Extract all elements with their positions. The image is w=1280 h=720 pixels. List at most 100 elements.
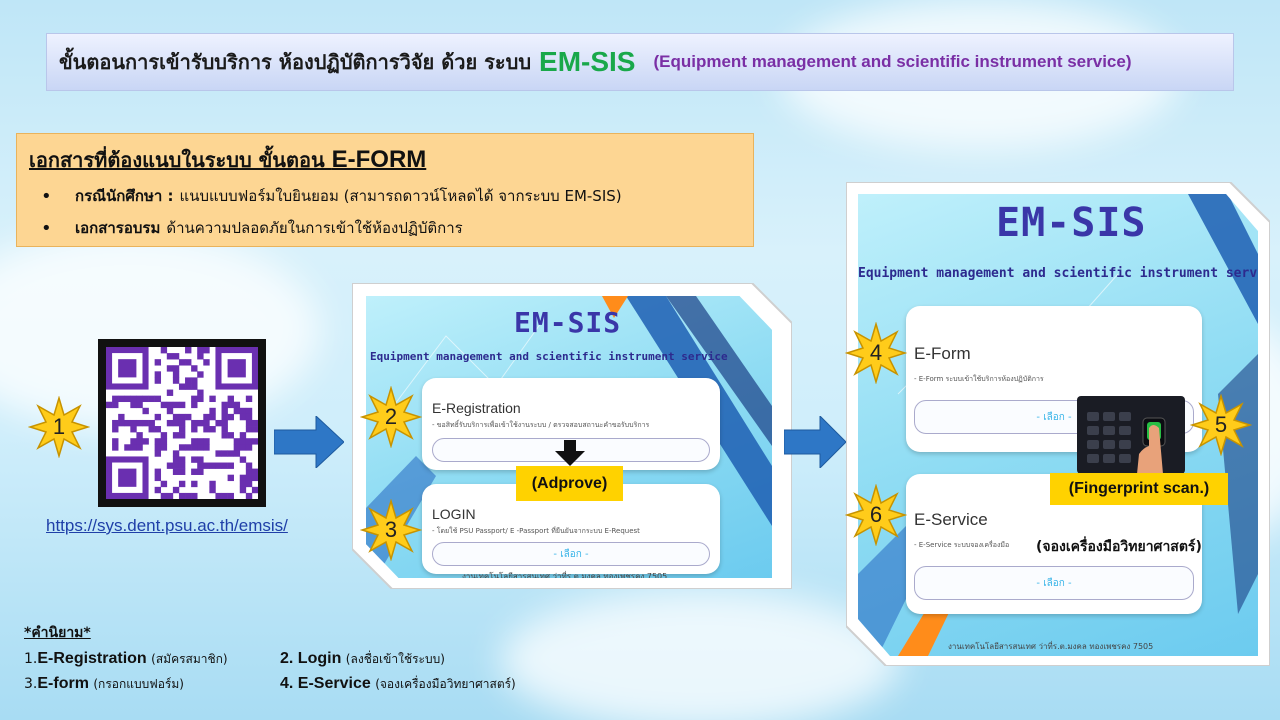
definition-item: 2. Login (ลงชื่อเข้าใช้ระบบ): [280, 650, 445, 667]
qr-module: [203, 347, 210, 354]
qr-module: [142, 407, 149, 415]
document-item-label: กรณีนักศึกษา :: [75, 187, 174, 205]
qr-module: [178, 426, 186, 433]
qr-module: [130, 444, 137, 451]
definitions-row: 1.E-Registration (สมัครสมาชิก) 2. Login …: [24, 650, 516, 669]
qr-module: [239, 456, 247, 463]
qr-module: [166, 419, 174, 427]
qr-module: [172, 468, 180, 475]
qr-module: [251, 419, 259, 427]
qr-module: [148, 426, 155, 433]
screen-subtitle: Equipment management and scientific inst…: [370, 350, 728, 363]
step-1-star: 1: [28, 396, 90, 458]
keypad-key: [1087, 440, 1099, 449]
arrow-right-icon: [784, 416, 846, 468]
qr-module: [178, 468, 186, 475]
login-select-button[interactable]: - เลือก -: [432, 542, 710, 566]
qr-module: [203, 462, 210, 469]
qr-module: [185, 444, 192, 451]
qr-module: [239, 438, 247, 445]
arrow-down-icon: [555, 440, 585, 466]
qr-module: [209, 395, 216, 403]
arrow-right-icon: [274, 416, 344, 468]
qr-module: [154, 377, 162, 384]
decorative-shape: [385, 315, 547, 417]
qr-module: [154, 450, 162, 457]
qr-module: [112, 426, 119, 433]
emsis-link[interactable]: https://sys.dent.psu.ac.th/emsis/: [46, 516, 288, 535]
qr-module: [154, 395, 162, 403]
qr-module: [112, 419, 119, 427]
qr-module: [160, 401, 168, 409]
qr-module: [197, 438, 204, 445]
qr-module: [197, 468, 204, 475]
qr-module: [203, 438, 210, 445]
fingerprint-label: (Fingerprint scan.): [1050, 473, 1228, 505]
qr-module: [245, 419, 253, 427]
booking-note: (จองเครื่องมือวิทยาศาสตร์): [1036, 539, 1202, 555]
keypad-key: [1119, 412, 1131, 421]
definition-desc: (กรอกแบบฟอร์ม): [93, 677, 184, 691]
qr-module: [185, 383, 192, 390]
qr-module: [239, 407, 247, 415]
definition-item: 3.E-form (กรอกแบบฟอร์ม): [24, 675, 184, 692]
definition-term: E-Registration: [37, 650, 147, 667]
qr-module: [166, 389, 174, 396]
qr-module: [178, 456, 186, 463]
qr-module: [221, 426, 228, 433]
qr-module: [245, 395, 253, 403]
qr-module: [130, 401, 137, 409]
e-registration-title: E-Registration: [432, 400, 521, 416]
qr-module: [233, 401, 241, 409]
qr-module: [154, 371, 162, 378]
qr-module: [245, 480, 253, 488]
definition-item: 1.E-Registration (สมัครสมาชิก): [24, 650, 228, 667]
keypad-key: [1087, 426, 1099, 435]
definition-term: E-Service: [297, 675, 371, 692]
qr-module: [239, 486, 247, 494]
step-6-star: 6: [845, 484, 907, 546]
qr-module: [221, 407, 228, 415]
definition-desc: (จองเครื่องมือวิทยาศาสตร์): [375, 677, 516, 691]
e-form-desc: - E-Form ระบบเข้าใช้บริการห้องปฏิบัติการ: [914, 375, 1044, 383]
qr-module: [178, 462, 186, 469]
fingerprint-scanner-image: [1077, 396, 1185, 474]
qr-module: [197, 395, 204, 403]
qr-module: [209, 462, 216, 469]
e-service-select-button[interactable]: - เลือก -: [914, 566, 1194, 600]
qr-module: [239, 480, 247, 488]
qr-module: [209, 413, 216, 421]
qr-module: [136, 395, 143, 403]
qr-module: [191, 377, 198, 384]
qr-finder: [118, 359, 137, 378]
document-item-text: ด้านความปลอดภัยในการเข้าใช้ห้องปฏิบัติกา…: [166, 219, 463, 237]
qr-module: [227, 474, 234, 482]
qr-module: [215, 492, 222, 500]
qr-module: [239, 432, 247, 439]
qr-module: [203, 359, 210, 366]
document-item: • กรณีนักศึกษา : แนบแบบฟอร์มใบยินยอม (สา…: [29, 184, 741, 208]
qr-module: [124, 395, 131, 403]
qr-module: [166, 462, 174, 469]
title-text: ขั้นตอนการเข้ารับบริการ ห้องปฏิบัติการวิ…: [59, 50, 532, 74]
qr-module: [166, 353, 174, 360]
qr-module: [239, 413, 247, 421]
title-subtitle: (Equipment management and scientific ins…: [653, 52, 1132, 71]
qr-code[interactable]: [98, 339, 266, 507]
e-registration-card[interactable]: E-Registration - ขอสิทธิ์รับบริการเพื่อเ…: [422, 378, 720, 470]
qr-module: [233, 444, 241, 451]
qr-module: [136, 419, 143, 427]
qr-module: [245, 407, 253, 415]
login-desc: - โดยใช้ PSU Passport/ E -Passport ที่ยื…: [432, 527, 640, 535]
qr-module: [172, 377, 180, 384]
qr-module: [185, 359, 192, 366]
qr-module: [221, 450, 228, 457]
qr-module: [215, 419, 222, 427]
qr-module: [209, 486, 216, 494]
qr-module: [251, 468, 259, 475]
qr-module: [245, 492, 253, 500]
qr-module: [136, 438, 143, 445]
qr-module: [112, 444, 119, 451]
qr-module: [154, 426, 162, 433]
approve-label: (Adprove): [516, 466, 623, 501]
